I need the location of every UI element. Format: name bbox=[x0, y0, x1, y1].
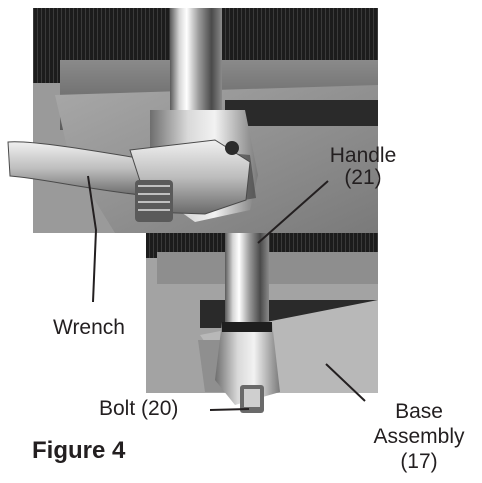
base-label-line2: Assembly bbox=[373, 425, 465, 449]
handle-callout: Handle (21) bbox=[308, 144, 418, 190]
handle-part-number: (21) bbox=[344, 166, 382, 190]
handle-leader-line bbox=[257, 180, 329, 244]
figure-caption: Figure 4 bbox=[32, 437, 126, 464]
base-assembly-callout: Base Assembly (17) bbox=[356, 400, 482, 474]
bolt-leader-line bbox=[209, 408, 250, 411]
base-label-line1: Base bbox=[395, 400, 443, 423]
base-part-number: (17) bbox=[400, 450, 438, 474]
bolt-label: Bolt (20) bbox=[99, 397, 179, 420]
wrench-label: Wrench bbox=[53, 316, 125, 339]
wrench-leader-line bbox=[87, 175, 98, 303]
base-leader-line bbox=[325, 363, 366, 402]
callout-lines bbox=[87, 175, 366, 411]
handle-label: Handle bbox=[329, 144, 397, 167]
bottom-photo bbox=[146, 233, 378, 413]
top-photo bbox=[7, 8, 378, 233]
